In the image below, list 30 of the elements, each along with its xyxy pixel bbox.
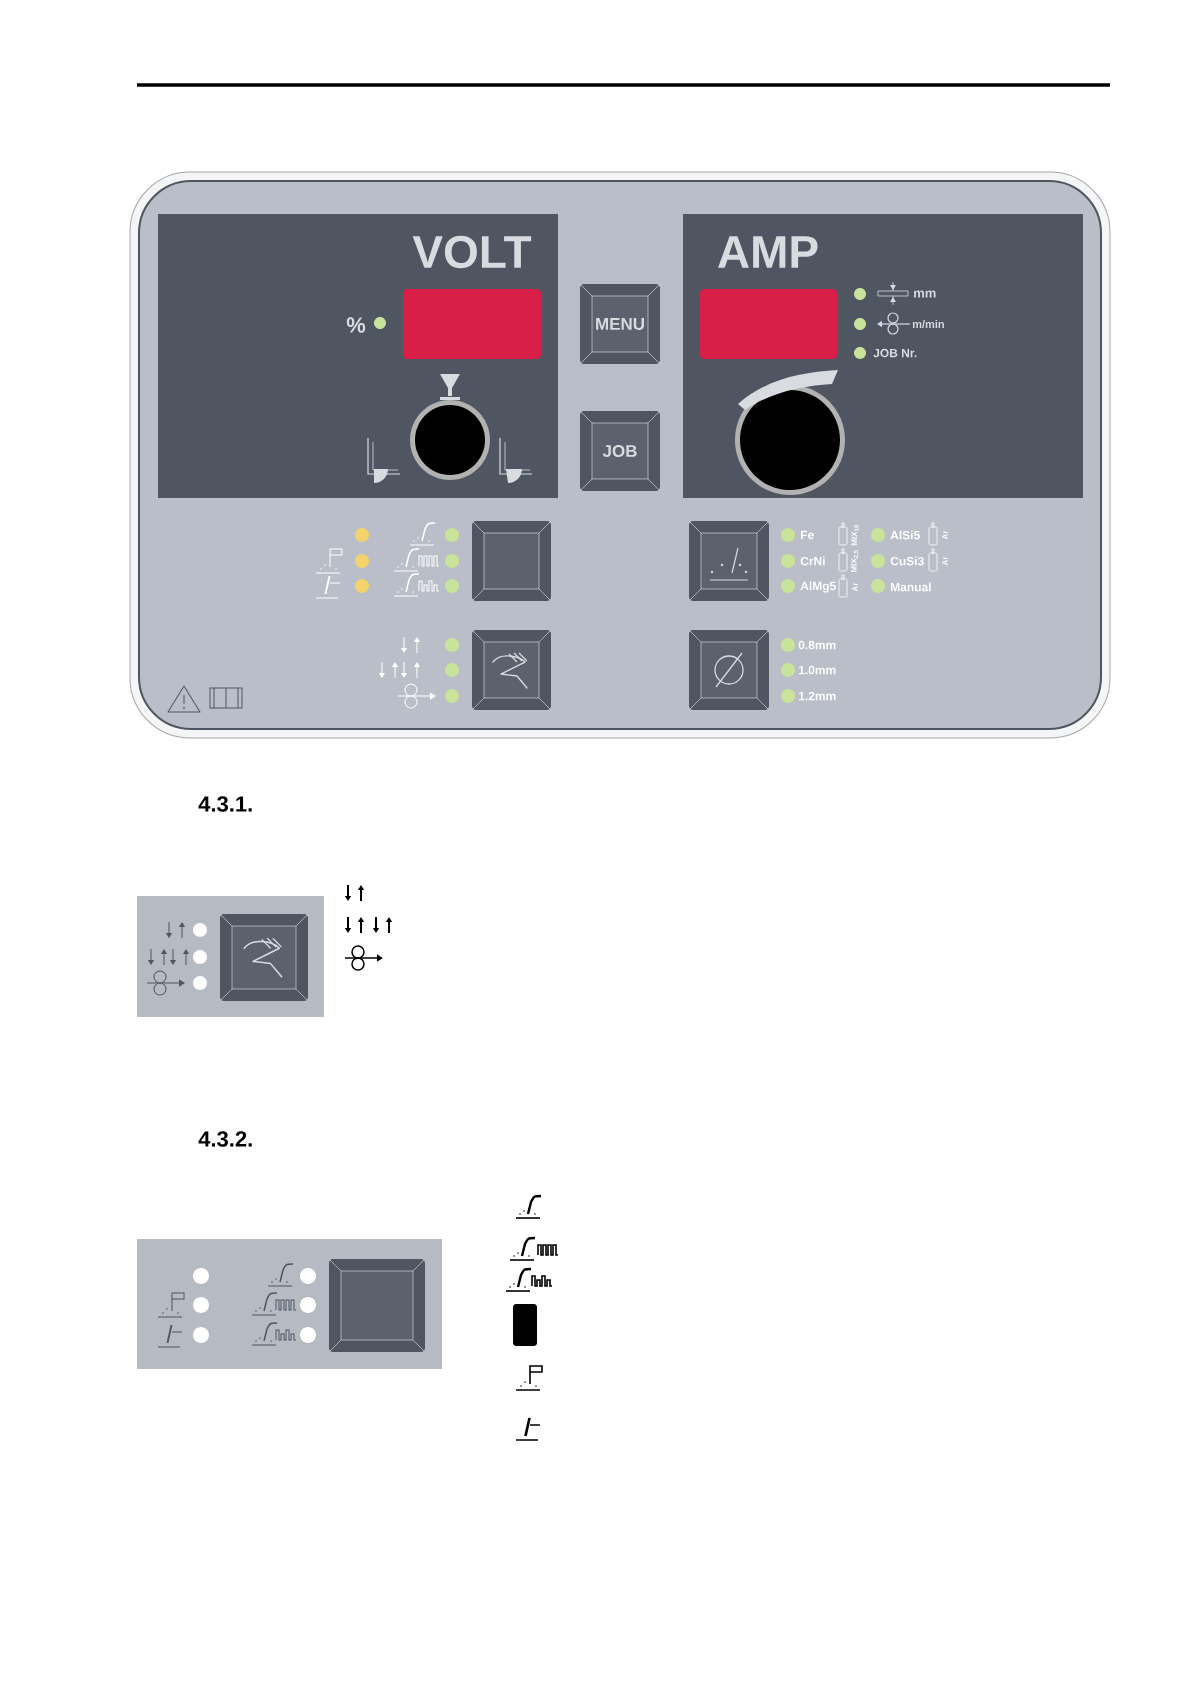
push-button (329, 1259, 425, 1352)
panel-label: m/min (912, 319, 944, 329)
panel-label: 4.3.1. (198, 796, 252, 812)
panel-label: VOLT (412, 235, 532, 269)
panel-label: Fe (801, 530, 814, 540)
push-button (220, 914, 308, 1001)
panel-label: 0.8mm (798, 640, 836, 650)
push-button: JOB (580, 411, 660, 491)
push-button (689, 521, 769, 601)
panel-label: MIX$_{18}$ (851, 525, 859, 546)
panel-label: JOB Nr. (873, 348, 917, 358)
panel-label: CrNi (800, 556, 825, 566)
panel-label: % (346, 317, 366, 333)
push-button (689, 630, 769, 710)
panel-label: Ar (942, 530, 948, 540)
panel-label: MIX$_{2,5}$ (851, 550, 859, 572)
panel-label: CuSi3 (890, 556, 924, 566)
push-button (472, 521, 551, 601)
push-button: MENU (580, 284, 660, 364)
panel-label: AMP (718, 236, 818, 268)
panel-label: 1.0mm (798, 665, 836, 675)
panel-label: Ar (852, 582, 858, 592)
panel-label: 1.2mm (798, 691, 836, 701)
panel-label: Ar (942, 556, 948, 566)
panel-label: mm (914, 290, 936, 298)
panel-label: AlMg5 (800, 581, 836, 593)
push-button (472, 630, 551, 710)
panel-label: Manual (891, 582, 931, 592)
panel-label: 4.3.2. (198, 1131, 252, 1147)
panel-label: AlSi5 (890, 530, 920, 540)
